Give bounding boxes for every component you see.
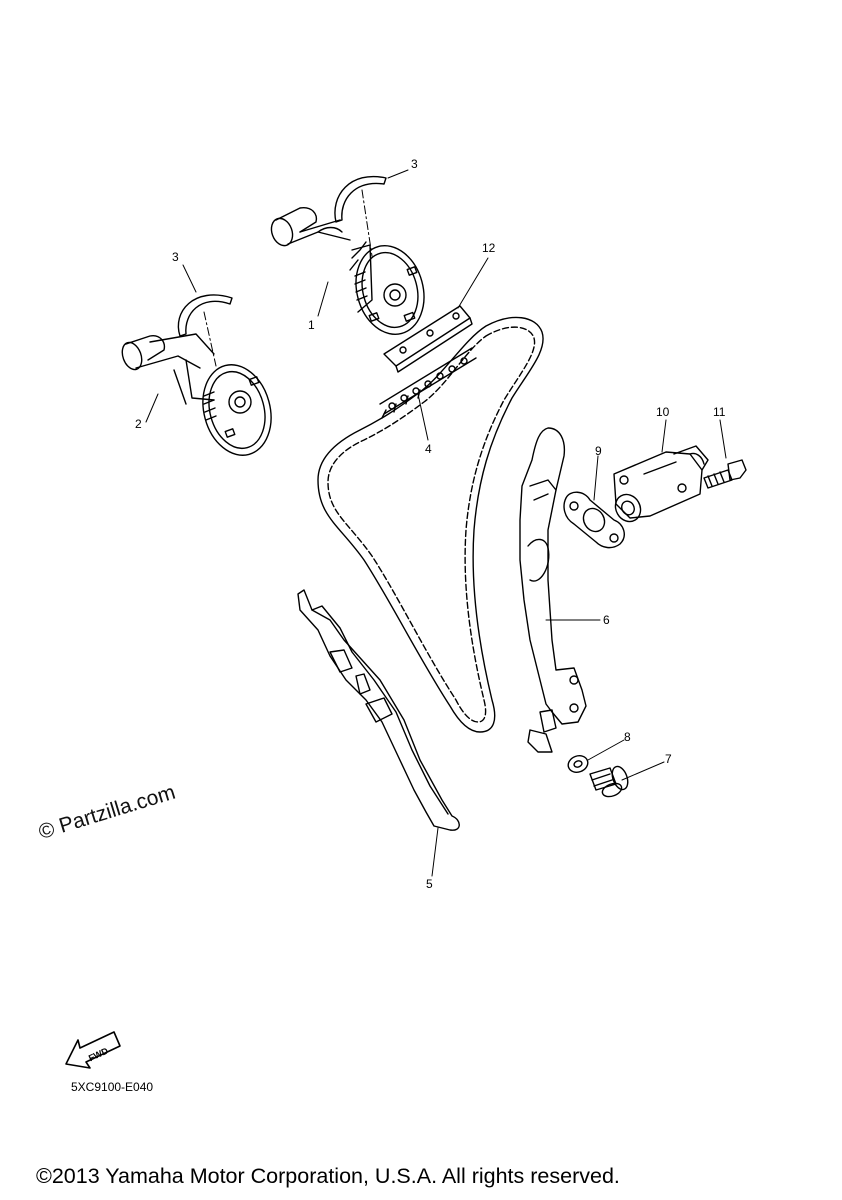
callout-3-upper: 3 [411, 157, 418, 171]
clip-upper [334, 175, 387, 223]
cam-chain [317, 316, 544, 733]
callout-10: 10 [656, 405, 670, 419]
camshaft-upper [270, 207, 425, 335]
washer [567, 755, 589, 773]
tensioner-assembly [613, 445, 709, 523]
callout-9: 9 [595, 444, 602, 458]
fwd-arrow-icon [65, 1031, 121, 1069]
gasket [563, 491, 625, 549]
callout-2: 2 [135, 417, 142, 431]
callout-11: 11 [713, 405, 726, 419]
callout-7: 7 [665, 752, 672, 766]
callout-5: 5 [426, 877, 433, 891]
chain-guide [297, 589, 460, 831]
copyright: ©2013 Yamaha Motor Corporation, U.S.A. A… [36, 1164, 620, 1188]
clip-lower [177, 294, 233, 337]
callout-6: 6 [603, 613, 610, 627]
bolt [589, 765, 629, 798]
tensioner-bolt [703, 459, 747, 489]
callout-12: 12 [482, 241, 496, 255]
callout-3-lower: 3 [172, 250, 179, 264]
fwd-label: FWD [87, 1045, 110, 1063]
callout-1: 1 [308, 318, 315, 332]
tensioner-guide [519, 427, 587, 753]
drawing-code: 5XC9100-E040 [71, 1080, 154, 1094]
leader-lines [145, 169, 727, 877]
callout-8: 8 [624, 730, 631, 744]
callout-4: 4 [425, 442, 432, 456]
camshaft-lower [121, 333, 272, 456]
chain-guide-stopper [383, 305, 473, 373]
